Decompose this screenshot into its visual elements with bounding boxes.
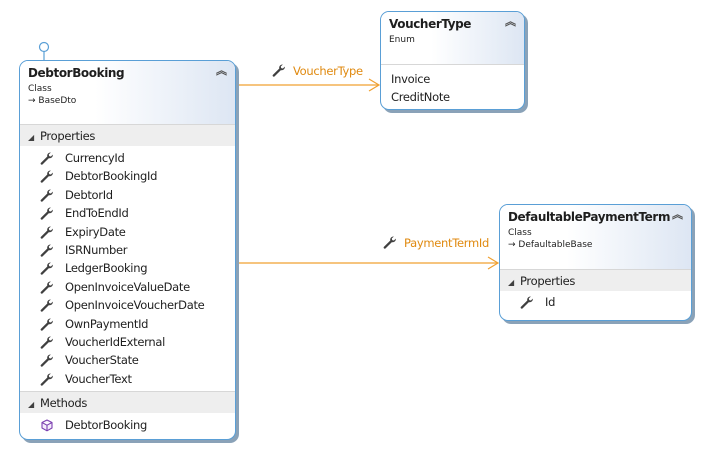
property-name: LedgerBooking	[65, 261, 148, 276]
interface-lollipop-icon	[38, 41, 50, 61]
method-item[interactable]: DebtorBooking	[20, 416, 235, 434]
property-item[interactable]: OpenInvoiceVoucherDate	[20, 296, 235, 314]
wrench-icon	[40, 226, 53, 239]
property-item[interactable]: LedgerBooking	[20, 259, 235, 277]
property-item[interactable]: OpenInvoiceValueDate	[20, 278, 235, 296]
property-item[interactable]: OwnPaymentId	[20, 315, 235, 333]
property-item[interactable]: Id	[500, 293, 691, 311]
class-stereotype: Class	[508, 228, 532, 238]
property-item[interactable]: DebtorBookingId	[20, 167, 235, 185]
enum-values-list: Invoice CreditNote	[381, 64, 524, 107]
wrench-icon	[40, 354, 53, 368]
association-label-vouchertype[interactable]: VoucherType	[293, 64, 363, 78]
property-name: VoucherState	[65, 353, 139, 368]
class-title: DefaultablePaymentTerm	[508, 210, 671, 224]
property-name: ISRNumber	[65, 242, 128, 257]
wrench-icon	[520, 296, 533, 309]
wrench-icon	[40, 373, 53, 386]
property-name: ExpiryDate	[65, 224, 126, 239]
property-name: EndToEndId	[65, 206, 129, 221]
property-name: Id	[545, 295, 556, 309]
section-header-properties[interactable]: ◢ Properties	[20, 124, 235, 146]
enum-value[interactable]: Invoice	[391, 72, 431, 86]
property-name: OwnPaymentId	[65, 316, 149, 331]
enum-box-vouchertype[interactable]: VoucherType Enum ︽ Invoice CreditNote	[380, 11, 525, 110]
method-cube-icon	[41, 419, 53, 432]
enum-value[interactable]: CreditNote	[391, 90, 450, 105]
section-label: Methods	[40, 396, 88, 411]
properties-list: CurrencyId DebtorBookingId DebtorId EndT…	[20, 146, 235, 391]
property-name: CurrencyId	[65, 151, 125, 165]
class-title: DebtorBooking	[28, 66, 125, 80]
wrench-icon	[40, 170, 53, 184]
property-name: DebtorBookingId	[65, 169, 158, 184]
property-name: OpenInvoiceValueDate	[65, 279, 190, 294]
collapse-double-chevron-icon[interactable]: ︽	[216, 64, 227, 77]
properties-list: Id	[500, 291, 691, 311]
class-box-debtorbooking[interactable]: DebtorBooking Class → BaseDto ︽ ◢ Propert…	[19, 60, 236, 440]
expand-triangle-icon[interactable]: ◢	[508, 278, 514, 287]
property-item[interactable]: EndToEndId	[20, 204, 235, 222]
class-header[interactable]: DefaultablePaymentTerm Class → Defaultab…	[500, 205, 691, 269]
wrench-icon	[40, 262, 53, 276]
property-item[interactable]: DebtorId	[20, 186, 235, 204]
wrench-icon	[40, 152, 53, 165]
property-item[interactable]: VoucherState	[20, 351, 235, 369]
property-item[interactable]: CurrencyId	[20, 149, 235, 167]
class-header[interactable]: DebtorBooking Class → BaseDto ︽	[20, 61, 235, 124]
method-name: DebtorBooking	[65, 418, 148, 433]
class-stereotype: Class	[28, 84, 52, 94]
wrench-icon	[272, 64, 285, 77]
class-base-type: → DefaultableBase	[508, 240, 593, 250]
property-item[interactable]: VoucherText	[20, 370, 235, 388]
wrench-icon	[40, 281, 53, 294]
property-item[interactable]: ISRNumber	[20, 241, 235, 259]
methods-list: DebtorBooking	[20, 413, 235, 434]
section-header-methods[interactable]: ◢ Methods	[20, 391, 235, 414]
wrench-icon	[40, 336, 53, 349]
property-name: VoucherText	[65, 371, 132, 386]
enum-title: VoucherType	[389, 17, 472, 31]
association-label-paymenttermid[interactable]: PaymentTermId	[404, 236, 490, 250]
inheritance-arrow-icon: →	[508, 240, 519, 250]
collapse-double-chevron-icon[interactable]: ︽	[672, 208, 683, 221]
property-name: DebtorId	[65, 187, 113, 202]
wrench-icon	[383, 236, 396, 249]
wrench-icon	[40, 207, 53, 220]
association-arrowhead-paymenttermid	[487, 256, 500, 270]
wrench-icon	[40, 189, 53, 202]
association-arrowhead-vouchertype	[368, 78, 381, 92]
section-label: Properties	[520, 274, 576, 288]
wrench-icon	[40, 244, 53, 257]
section-label: Properties	[40, 129, 96, 143]
collapse-double-chevron-icon[interactable]: ︽	[505, 15, 516, 28]
inheritance-arrow-icon: →	[28, 96, 39, 106]
enum-stereotype: Enum	[389, 35, 415, 45]
section-header-properties[interactable]: ◢ Properties	[500, 269, 691, 291]
wrench-icon	[40, 299, 53, 312]
expand-triangle-icon[interactable]: ◢	[28, 400, 34, 410]
property-name: OpenInvoiceVoucherDate	[65, 298, 205, 313]
enum-header[interactable]: VoucherType Enum ︽	[381, 12, 524, 64]
property-item[interactable]: VoucherIdExternal	[20, 333, 235, 351]
expand-triangle-icon[interactable]: ◢	[28, 133, 34, 142]
property-name: VoucherIdExternal	[65, 334, 166, 349]
wrench-icon	[40, 318, 53, 331]
class-base-type: → BaseDto	[28, 96, 77, 106]
class-box-defaultablepaymentterm[interactable]: DefaultablePaymentTerm Class → Defaultab…	[499, 204, 692, 321]
property-item[interactable]: ExpiryDate	[20, 223, 235, 241]
